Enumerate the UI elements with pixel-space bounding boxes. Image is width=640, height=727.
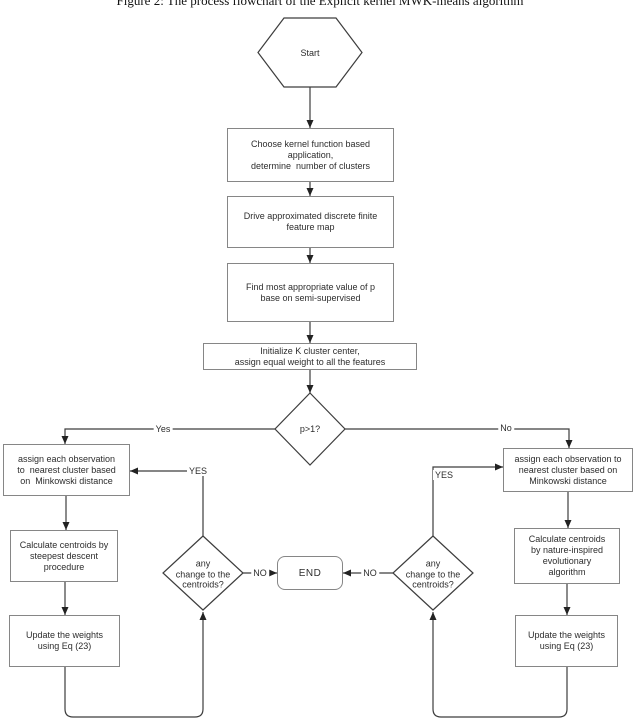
change-left-diamond-label: any change to the centroids? bbox=[175, 558, 231, 590]
node-centroids-right: Calculate centroids by nature-inspired e… bbox=[514, 528, 620, 584]
edge-updateleft-loop-to-changeleft bbox=[64, 612, 207, 718]
node-end: END bbox=[277, 556, 343, 590]
edge-updateright-loop-to-changeright bbox=[429, 612, 568, 718]
edge-label-yes-right: YES bbox=[432, 470, 456, 480]
node-choose-kernel: Choose kernel function based application… bbox=[227, 128, 394, 182]
node-initialize: Initialize K cluster center, assign equa… bbox=[203, 343, 417, 370]
edge-pdecision-no bbox=[345, 428, 573, 448]
node-assign-right: assign each observation to nearest clust… bbox=[503, 448, 633, 492]
edge-label-no-right: NO bbox=[361, 568, 379, 578]
node-find-p: Find most appropriate value of p base on… bbox=[227, 263, 394, 322]
change-left-diamond-shape bbox=[162, 535, 244, 611]
edge-pdecision-yes bbox=[61, 428, 275, 444]
edge-label-yes: Yes bbox=[153, 424, 173, 434]
figure-caption: Figure 2: The process flowchart of the E… bbox=[116, 0, 524, 8]
node-assign-left: assign each observation to nearest clust… bbox=[3, 444, 130, 496]
change-right-diamond-label: any change to the centroids? bbox=[405, 558, 461, 590]
start-node-label: Start bbox=[300, 47, 320, 58]
edge-label-no-left: NO bbox=[251, 568, 269, 578]
p-decision-diamond-shape bbox=[274, 392, 346, 466]
edge-label-yes-left: YES bbox=[186, 466, 210, 476]
node-centroids-left: Calculate centroids by steepest descent … bbox=[10, 530, 118, 582]
edge-label-no: No bbox=[498, 423, 514, 433]
p-decision-label: p>1? bbox=[299, 423, 321, 434]
start-hexagon-shape bbox=[257, 17, 363, 88]
node-feature-map: Drive approximated discrete finite featu… bbox=[227, 196, 394, 248]
change-right-diamond-shape bbox=[392, 535, 474, 611]
edge-changeright-yes-to-assignright bbox=[432, 463, 503, 536]
edge-changeleft-yes-to-assignleft bbox=[130, 467, 204, 536]
node-update-left: Update the weights using Eq (23) bbox=[9, 615, 120, 667]
node-update-right: Update the weights using Eq (23) bbox=[515, 615, 618, 667]
